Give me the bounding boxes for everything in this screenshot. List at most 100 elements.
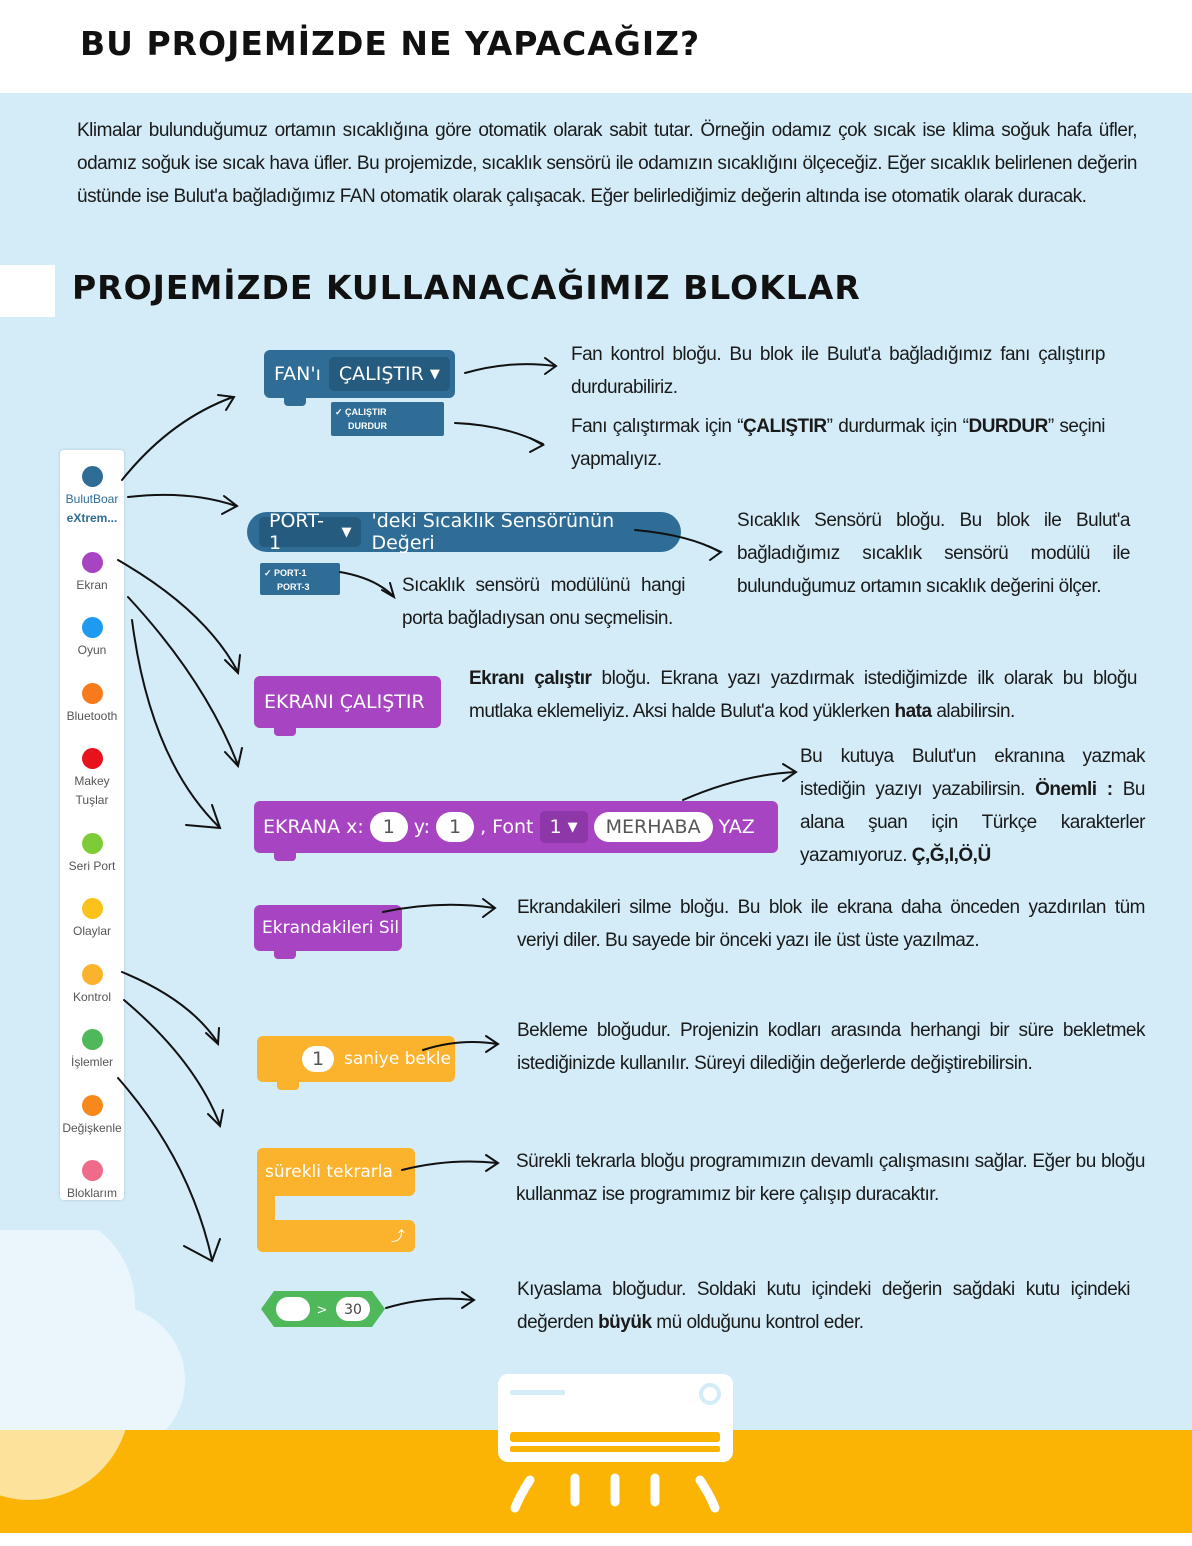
category-dot-icon	[81, 833, 103, 854]
arrow-icon	[422, 1041, 498, 1051]
port-description: Sıcaklık sensörü modülünü hangi porta ba…	[402, 575, 686, 629]
category-dot-icon	[81, 898, 103, 919]
category-bluetooth[interactable]: Bluetooth	[60, 683, 124, 726]
page-title: BU PROJEMİZDE NE YAPACAĞIZ?	[80, 24, 701, 63]
left-value-input[interactable]	[276, 1297, 310, 1321]
arrow-icon	[221, 495, 239, 515]
screen-start-description: Ekranı çalıştır bloğu. Ekrana yazı yazdı…	[469, 668, 1138, 722]
arrow-icon	[224, 747, 243, 769]
cloud-decoration-lower	[0, 1430, 126, 1500]
arrow-icon	[123, 999, 221, 1126]
fan-dropdown-menu: ✓ ÇALIŞTIR DURDUR	[331, 402, 444, 436]
x-input[interactable]: 1	[369, 812, 408, 842]
caret-down-icon: ▼	[341, 524, 352, 540]
seconds-input[interactable]: 1	[302, 1046, 334, 1072]
category-kontrol[interactable]: Kontrol	[60, 964, 124, 1007]
fan-description: Fan kontrol bloğu. Bu blok ile Bulut'a b…	[571, 344, 1106, 398]
loop-description: Sürekli tekrarla bloğu programımızın dev…	[516, 1151, 1146, 1205]
arrow-icon	[461, 1291, 476, 1309]
port-option-1[interactable]: ✓ PORT-1	[264, 568, 307, 578]
arrow-icon	[117, 559, 239, 673]
arrow-icon	[544, 357, 558, 375]
operator-label: >	[317, 1303, 328, 1318]
fan-option-durdur[interactable]: DURDUR	[348, 421, 387, 431]
loop-arrow-icon: ⤴	[391, 1229, 405, 1245]
arrow-icon	[183, 1238, 221, 1263]
category-olaylar[interactable]: Olaylar	[60, 898, 124, 941]
temperature-sensor-block[interactable]: PORT-1 ▼ 'deki Sıcaklık Sensörünün Değer…	[247, 510, 681, 554]
right-value-input[interactable]	[336, 1297, 370, 1321]
category-dot-icon	[81, 1095, 103, 1116]
arrow-icon	[454, 422, 544, 445]
arrow-icon	[217, 394, 236, 411]
category-makey[interactable]: Makey Tuşlar	[60, 748, 124, 810]
fan-control-block[interactable]: FAN'ı ÇALIŞTIR ▼	[264, 350, 455, 406]
category-dot-icon	[81, 466, 103, 487]
category-dot-icon	[81, 683, 103, 704]
title-tab	[0, 265, 55, 317]
clear-description: Ekrandakileri silme bloğu. Bu blok ile e…	[517, 897, 1146, 951]
arrow-icon	[385, 1297, 474, 1309]
arrow-icon	[185, 804, 222, 830]
intro-paragraph: Klimalar bulunduğumuz ortamın sıcaklığın…	[77, 120, 1138, 207]
text-box-description: Bu kutuya Bulut'un ekranına yazmak isted…	[800, 746, 1146, 866]
arrow-icon	[121, 396, 234, 481]
category-dot-icon	[81, 964, 103, 985]
arrow-icon	[382, 903, 495, 913]
wait-block[interactable]: 1 saniye bekle	[257, 1036, 455, 1090]
screen-write-block[interactable]: EKRANA x: 1 y: 1 , Font 1 ▼ MERHABA YAZ	[254, 801, 778, 861]
arrow-icon	[207, 1109, 224, 1129]
arrow-icon	[401, 1160, 498, 1171]
category-dot-icon	[81, 552, 103, 573]
port-dropdown[interactable]: PORT-1 ▼	[259, 510, 362, 554]
fan-option-calistir[interactable]: ✓ ÇALIŞTIR	[335, 407, 387, 417]
clear-screen-block[interactable]: Ekrandakileri Sil	[254, 905, 402, 959]
port-option-3[interactable]: PORT-3	[277, 582, 310, 592]
arrow-icon	[485, 1035, 500, 1053]
arrow-icon	[127, 596, 239, 766]
arrow-icon	[121, 971, 219, 1044]
blocks-heading: PROJEMİZDE KULLANACAĞIMIZ BLOKLAR	[72, 268, 861, 307]
arrow-icon	[205, 1027, 220, 1047]
air-conditioner-icon	[498, 1374, 733, 1513]
fan-options-description: Fanı çalıştırmak için “ÇALIŞTIR” durdurm…	[571, 416, 1106, 470]
category-seri-port[interactable]: Seri Port	[60, 833, 124, 876]
category-islemler[interactable]: İşlemler	[60, 1029, 124, 1072]
category-ekran[interactable]: Ekran	[60, 552, 124, 595]
arrow-icon	[485, 1154, 500, 1172]
category-dot-icon	[81, 1160, 103, 1181]
category-palette: BulutBoar eXtrem... Ekran Oyun Bluetooth…	[60, 450, 124, 1200]
y-input[interactable]: 1	[436, 812, 475, 842]
arrow-icon	[224, 654, 241, 676]
compare-block[interactable]: > 30	[260, 1290, 386, 1328]
category-dot-icon	[81, 748, 103, 769]
category-dot-icon	[81, 1029, 103, 1050]
arrow-icon	[131, 619, 221, 829]
forever-loop-block[interactable]: sürekli tekrarla ⤴	[257, 1148, 417, 1252]
screen-start-block[interactable]: EKRANI ÇALIŞTIR	[254, 676, 441, 736]
compare-value: 30	[344, 1302, 362, 1318]
caret-down-icon: ▼	[429, 366, 440, 382]
font-dropdown[interactable]: 1 ▼	[539, 811, 588, 843]
caret-down-icon: ▼	[567, 819, 578, 835]
category-bulutboard[interactable]: BulutBoar eXtrem...	[60, 466, 124, 528]
category-degiskenler[interactable]: Değişkenle	[60, 1095, 124, 1138]
arrow-icon	[482, 898, 497, 918]
category-bloklarim[interactable]: Bloklarım	[60, 1160, 124, 1203]
arrow-icon	[782, 763, 798, 782]
arrow-icon	[464, 363, 556, 374]
compare-description: Kıyaslama bloğudur. Soldaki kutu içindek…	[517, 1279, 1131, 1333]
category-dot-icon	[81, 617, 103, 638]
text-input[interactable]: MERHABA	[593, 812, 713, 842]
arrow-icon	[707, 545, 723, 561]
port-dropdown-menu: ✓ PORT-1 PORT-3	[260, 563, 340, 595]
arrow-icon	[381, 582, 396, 600]
category-oyun[interactable]: Oyun	[60, 617, 124, 660]
fan-mode-dropdown[interactable]: ÇALIŞTIR ▼	[328, 357, 450, 391]
arrow-icon	[529, 437, 546, 453]
arrow-icon	[117, 1077, 213, 1261]
sensor-description: Sıcaklık Sensörü bloğu. Bu blok ile Bulu…	[737, 510, 1131, 597]
arrow-icon	[127, 493, 237, 507]
arrow-icon	[339, 571, 394, 597]
